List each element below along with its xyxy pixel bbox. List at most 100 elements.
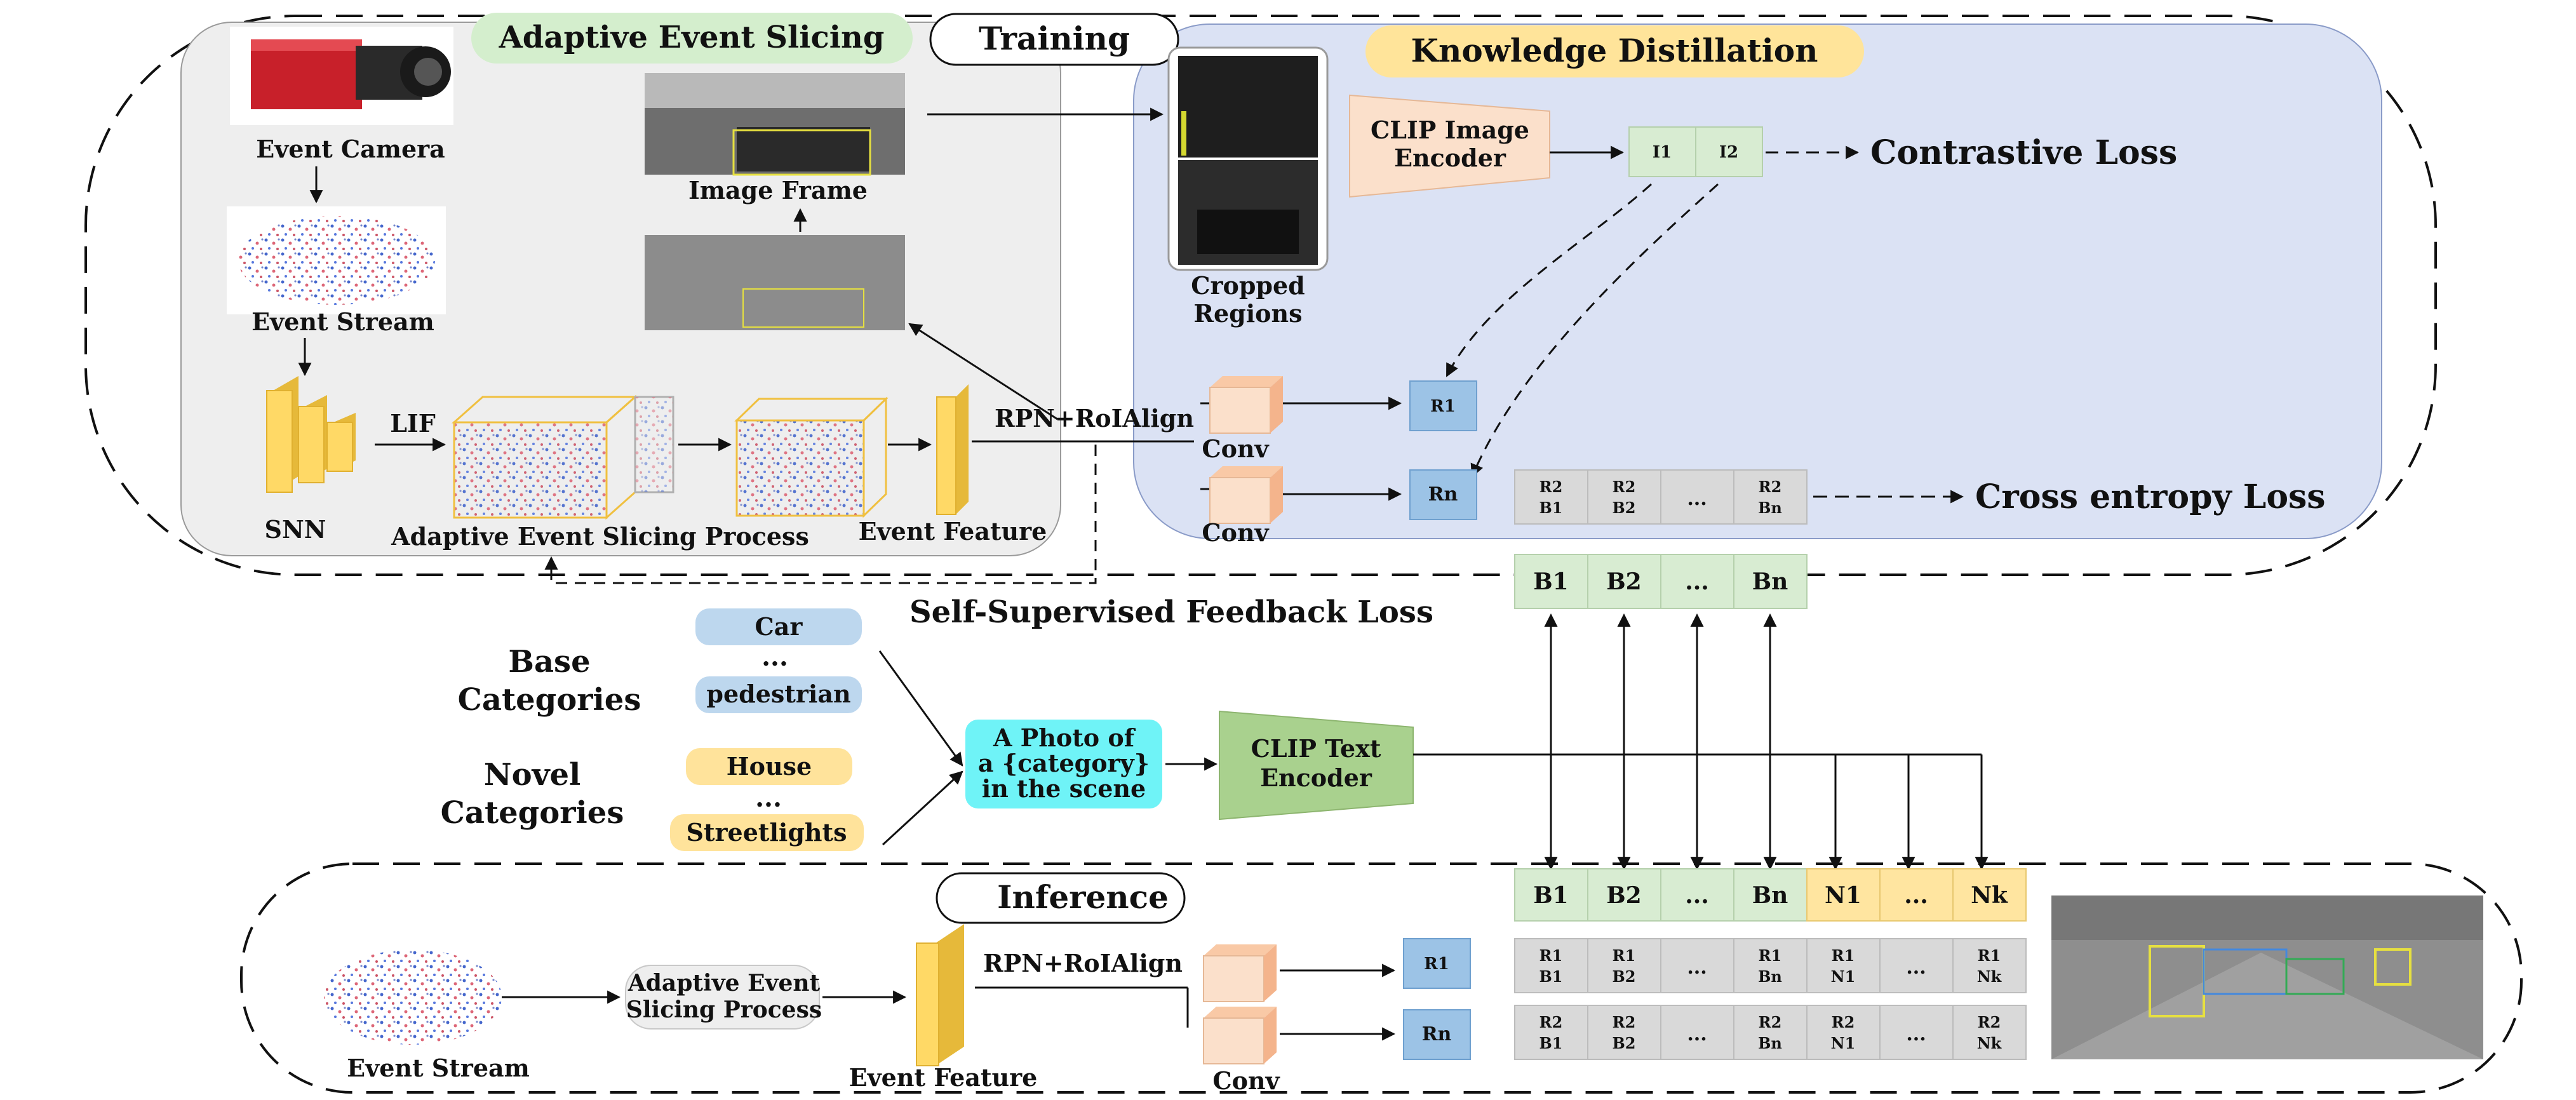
inference-event-stream-label: Event Stream <box>347 1054 530 1082</box>
detection-result-image <box>2051 895 2483 1059</box>
slicing-cube-1 <box>452 394 674 520</box>
event-camera-icon <box>251 39 451 109</box>
streetlights-pill <box>670 814 864 851</box>
training-title-pill <box>929 13 1179 66</box>
mid-b-0: B1 <box>1533 568 1568 595</box>
aes-process-label: Adaptive Event Slicing Process <box>391 522 809 551</box>
header-cell-4 <box>1806 868 1881 922</box>
header-0: B1 <box>1533 882 1568 909</box>
novel-label-1: Novel <box>484 757 581 793</box>
pedestrian-pill <box>695 676 862 713</box>
r2-score-1-b: B2 <box>1613 1034 1636 1052</box>
kd-score-1-b: B2 <box>1613 499 1636 517</box>
training-title: Training <box>979 20 1130 57</box>
kd-score-row <box>1514 469 1808 525</box>
prompt-line-1: A Photo of <box>993 723 1136 752</box>
inference-r1-label: R1 <box>1424 955 1449 974</box>
r1-score-3-b: Bn <box>1758 967 1782 986</box>
header-4: N1 <box>1825 882 1862 909</box>
r2-score-4-b: N1 <box>1831 1034 1856 1052</box>
training-outline <box>84 15 2437 576</box>
r1-score-0-b: B1 <box>1540 967 1563 986</box>
pedestrian-label: pedestrian <box>706 680 850 708</box>
base-label-2: Categories <box>458 682 641 718</box>
i1-cell <box>1628 126 1696 177</box>
r2-score-4-a: R2 <box>1832 1013 1855 1031</box>
inference-title-pill <box>936 872 1186 924</box>
novel-label-2: Categories <box>441 795 624 831</box>
inference-rn-box <box>1403 1009 1471 1060</box>
r1-label: R1 <box>1430 397 1456 416</box>
i1-label: I1 <box>1653 143 1672 162</box>
r1-score-1-b: B2 <box>1613 967 1636 986</box>
inference-conv-block-2 <box>1203 1007 1277 1064</box>
aes-title: Adaptive Event Slicing <box>499 20 885 55</box>
event-frame-image <box>645 235 905 330</box>
kd-score-2: ... <box>1687 488 1707 510</box>
kd-score-cell-1 <box>1587 469 1661 525</box>
r2-score-1-a: R2 <box>1613 1013 1636 1031</box>
image-frame-label: Image Frame <box>688 176 868 205</box>
r2-score-5: ... <box>1906 1023 1926 1045</box>
kd-score-cell-2 <box>1660 469 1734 525</box>
image-frame-car <box>737 127 870 171</box>
snn-label: SNN <box>265 515 326 544</box>
i2-cell <box>1695 126 1763 177</box>
inference-score-row-2 <box>1514 1005 2027 1060</box>
header-6: Nk <box>1971 882 2008 909</box>
r2-score-2: ... <box>1687 1023 1707 1045</box>
r1-score-4-b: N1 <box>1831 967 1856 986</box>
r1-score-6-b: Nk <box>1977 967 2002 986</box>
inference-r1-box <box>1403 938 1471 989</box>
event-camera-label: Event Camera <box>256 135 445 163</box>
house-label: House <box>727 752 812 781</box>
base-label-1: Base <box>508 644 590 680</box>
conv-label-2: Conv <box>1202 518 1270 547</box>
header-cell-1 <box>1587 868 1661 922</box>
event-feature-block <box>936 384 969 515</box>
rn-box <box>1409 469 1477 520</box>
cropped-label-1: Cropped <box>1191 271 1305 300</box>
streetlights-label: Streetlights <box>687 818 847 847</box>
image-frame-box <box>732 129 871 176</box>
mid-b-cell-1 <box>1587 554 1661 609</box>
kd-title: Knowledge Distillation <box>1411 32 1818 69</box>
contrastive-loss-label: Contrastive Loss <box>1870 133 2177 172</box>
snn-block <box>266 376 356 493</box>
kd-score-3-a: R2 <box>1759 478 1782 496</box>
prompt-box <box>965 720 1162 808</box>
header-cell-5 <box>1879 868 1954 922</box>
cropped-label-2: Regions <box>1193 299 1302 328</box>
inference-event-feature-label: Event Feature <box>849 1063 1038 1092</box>
r2-score-0-b: B1 <box>1540 1034 1563 1052</box>
house-pill <box>686 748 852 785</box>
conv-block-2 <box>1209 466 1283 524</box>
mid-b-2: ... <box>1685 568 1709 595</box>
r1-score-0-a: R1 <box>1540 946 1563 965</box>
inference-score-row-1 <box>1514 938 2027 993</box>
base-dots: ... <box>761 642 788 672</box>
clip-text-encoder <box>1219 710 1414 821</box>
conv-label-1: Conv <box>1202 434 1270 463</box>
header-3: Bn <box>1752 882 1788 909</box>
inference-event-feature-block <box>916 924 964 1066</box>
header-cell-6 <box>1952 868 2027 922</box>
clip-image-encoder <box>1349 94 1550 198</box>
inference-rpn-label: RPN+RoIAlign <box>983 949 1183 977</box>
kd-title-pill <box>1365 25 1864 77</box>
event-stream-cloud <box>238 216 435 305</box>
kd-score-0-b: B1 <box>1540 499 1563 517</box>
conv-block-1 <box>1209 376 1283 434</box>
kd-score-cell-0 <box>1514 469 1588 525</box>
header-5: ... <box>1904 882 1928 909</box>
inference-conv-label: Conv <box>1212 1066 1280 1095</box>
mid-b-cell-2 <box>1660 554 1734 609</box>
inference-rn-label: Rn <box>1422 1023 1452 1045</box>
mid-b-cell-3 <box>1733 554 1808 609</box>
r2-score-3-b: Bn <box>1758 1034 1782 1052</box>
header-1: B2 <box>1606 882 1641 909</box>
cross-entropy-label: Cross entropy Loss <box>1975 478 2326 516</box>
kd-score-1-a: R2 <box>1613 478 1636 496</box>
event-stream-label: Event Stream <box>252 307 434 336</box>
inference-conv-block-1 <box>1203 944 1277 1002</box>
